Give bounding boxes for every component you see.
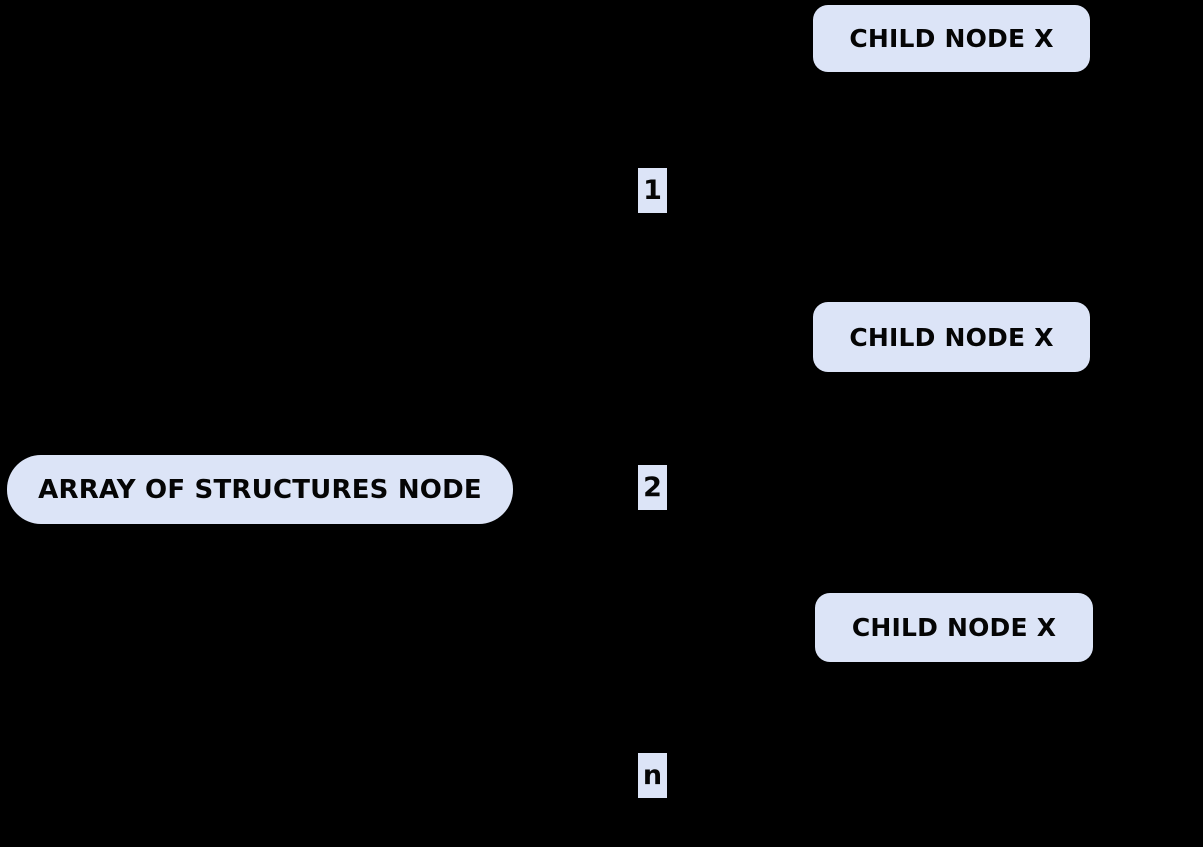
edge-index-label-1-text: 1 [643,175,662,206]
array-of-structures-node-label: ARRAY OF STRUCTURES NODE [38,474,482,505]
child-node-1-label: CHILD NODE X [849,24,1054,53]
child-node-2[interactable]: CHILD NODE X [813,302,1090,372]
edge-index-label-1: 1 [638,168,667,213]
child-node-2-label: CHILD NODE X [849,322,1054,352]
edge-index-label-n-text: n [642,760,663,791]
array-of-structures-node[interactable]: ARRAY OF STRUCTURES NODE [7,455,513,524]
edge-root-to-child-1 [513,36,813,491]
child-node-1[interactable]: CHILD NODE X [813,5,1090,72]
child-node-3[interactable]: CHILD NODE X [815,593,1093,662]
edge-index-label-2: 2 [638,465,667,510]
edge-index-label-n: n [638,753,667,798]
child-node-3-label: CHILD NODE X [851,613,1057,642]
edge-index-label-2-text: 2 [643,472,662,503]
